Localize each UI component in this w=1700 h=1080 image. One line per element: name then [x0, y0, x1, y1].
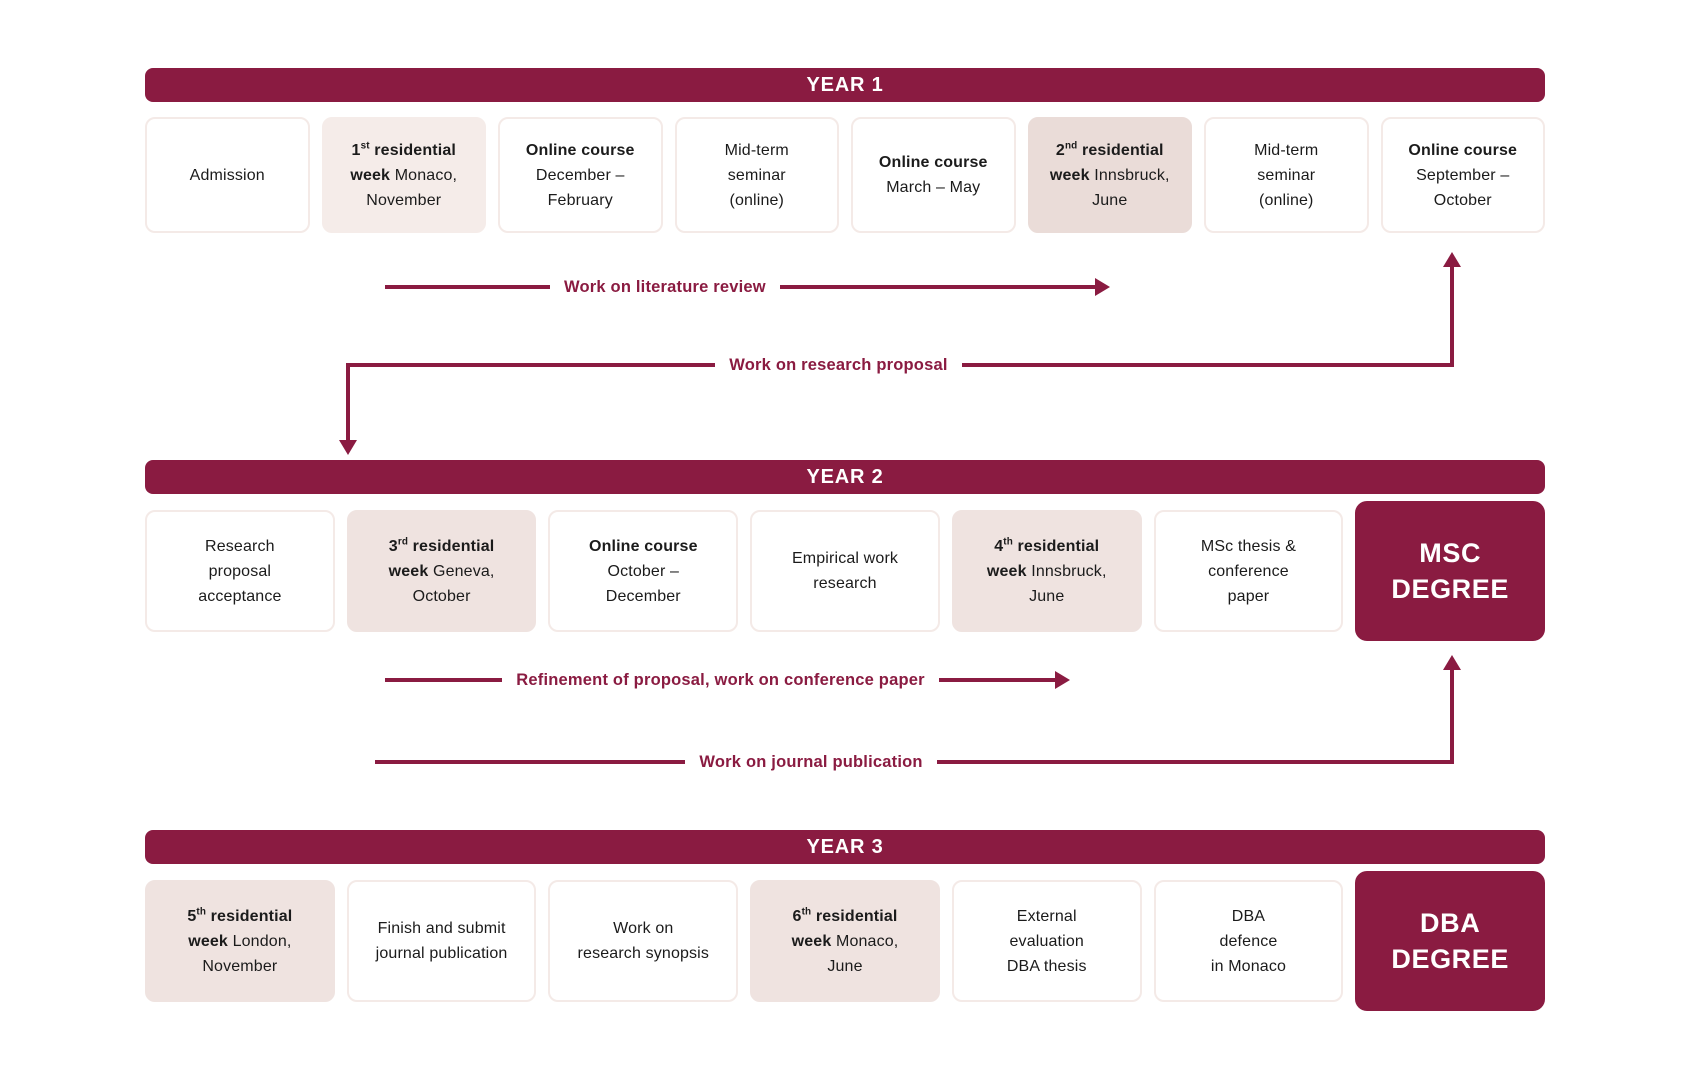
arrowhead-right-icon — [1055, 671, 1071, 689]
year-1-header: YEAR 1 — [145, 68, 1545, 102]
arrow-work-on-literature-review: Work on literature review — [385, 276, 1110, 298]
arrow-work-on-research-proposal: Work on research proposal — [346, 354, 1454, 376]
journal-publication-up-connector — [1443, 655, 1461, 762]
arrow-line — [1450, 266, 1454, 365]
arrowhead-up-icon — [1443, 655, 1461, 670]
arrow-label-journal-publication: Work on journal publication — [699, 752, 923, 771]
arrow-line — [346, 363, 716, 367]
arrow-line — [779, 285, 1096, 289]
arrow-label-literature-review: Work on literature review — [564, 277, 766, 296]
arrow-line — [1450, 669, 1454, 762]
arrow-label-refinement: Refinement of proposal, work on conferen… — [516, 670, 925, 689]
year-2-header: YEAR 2 — [145, 460, 1545, 494]
arrow-refinement-of-proposal: Refinement of proposal, work on conferen… — [385, 669, 1071, 691]
arrow-line — [961, 363, 1454, 367]
box-admission: Admission — [145, 117, 310, 233]
research-proposal-up-connector — [1443, 252, 1461, 365]
year-3-header: YEAR 3 — [145, 830, 1545, 864]
arrow-line — [385, 285, 550, 289]
arrow-line — [936, 760, 1454, 764]
arrow-line — [375, 760, 686, 764]
year-3-header-label: YEAR 3 — [806, 835, 884, 858]
arrow-work-on-journal-publication: Work on journal publication — [375, 751, 1454, 773]
year-2-header-label: YEAR 2 — [806, 465, 884, 488]
arrow-line — [938, 678, 1057, 682]
arrowhead-down-icon — [339, 440, 357, 455]
arrow-line — [385, 678, 503, 682]
arrowhead-up-icon — [1443, 252, 1461, 267]
research-proposal-down-connector — [339, 365, 357, 455]
arrow-label-research-proposal: Work on research proposal — [729, 355, 948, 374]
year-1-header-label: YEAR 1 — [806, 73, 884, 96]
arrow-line — [346, 365, 350, 441]
arrowhead-right-icon — [1095, 278, 1110, 296]
